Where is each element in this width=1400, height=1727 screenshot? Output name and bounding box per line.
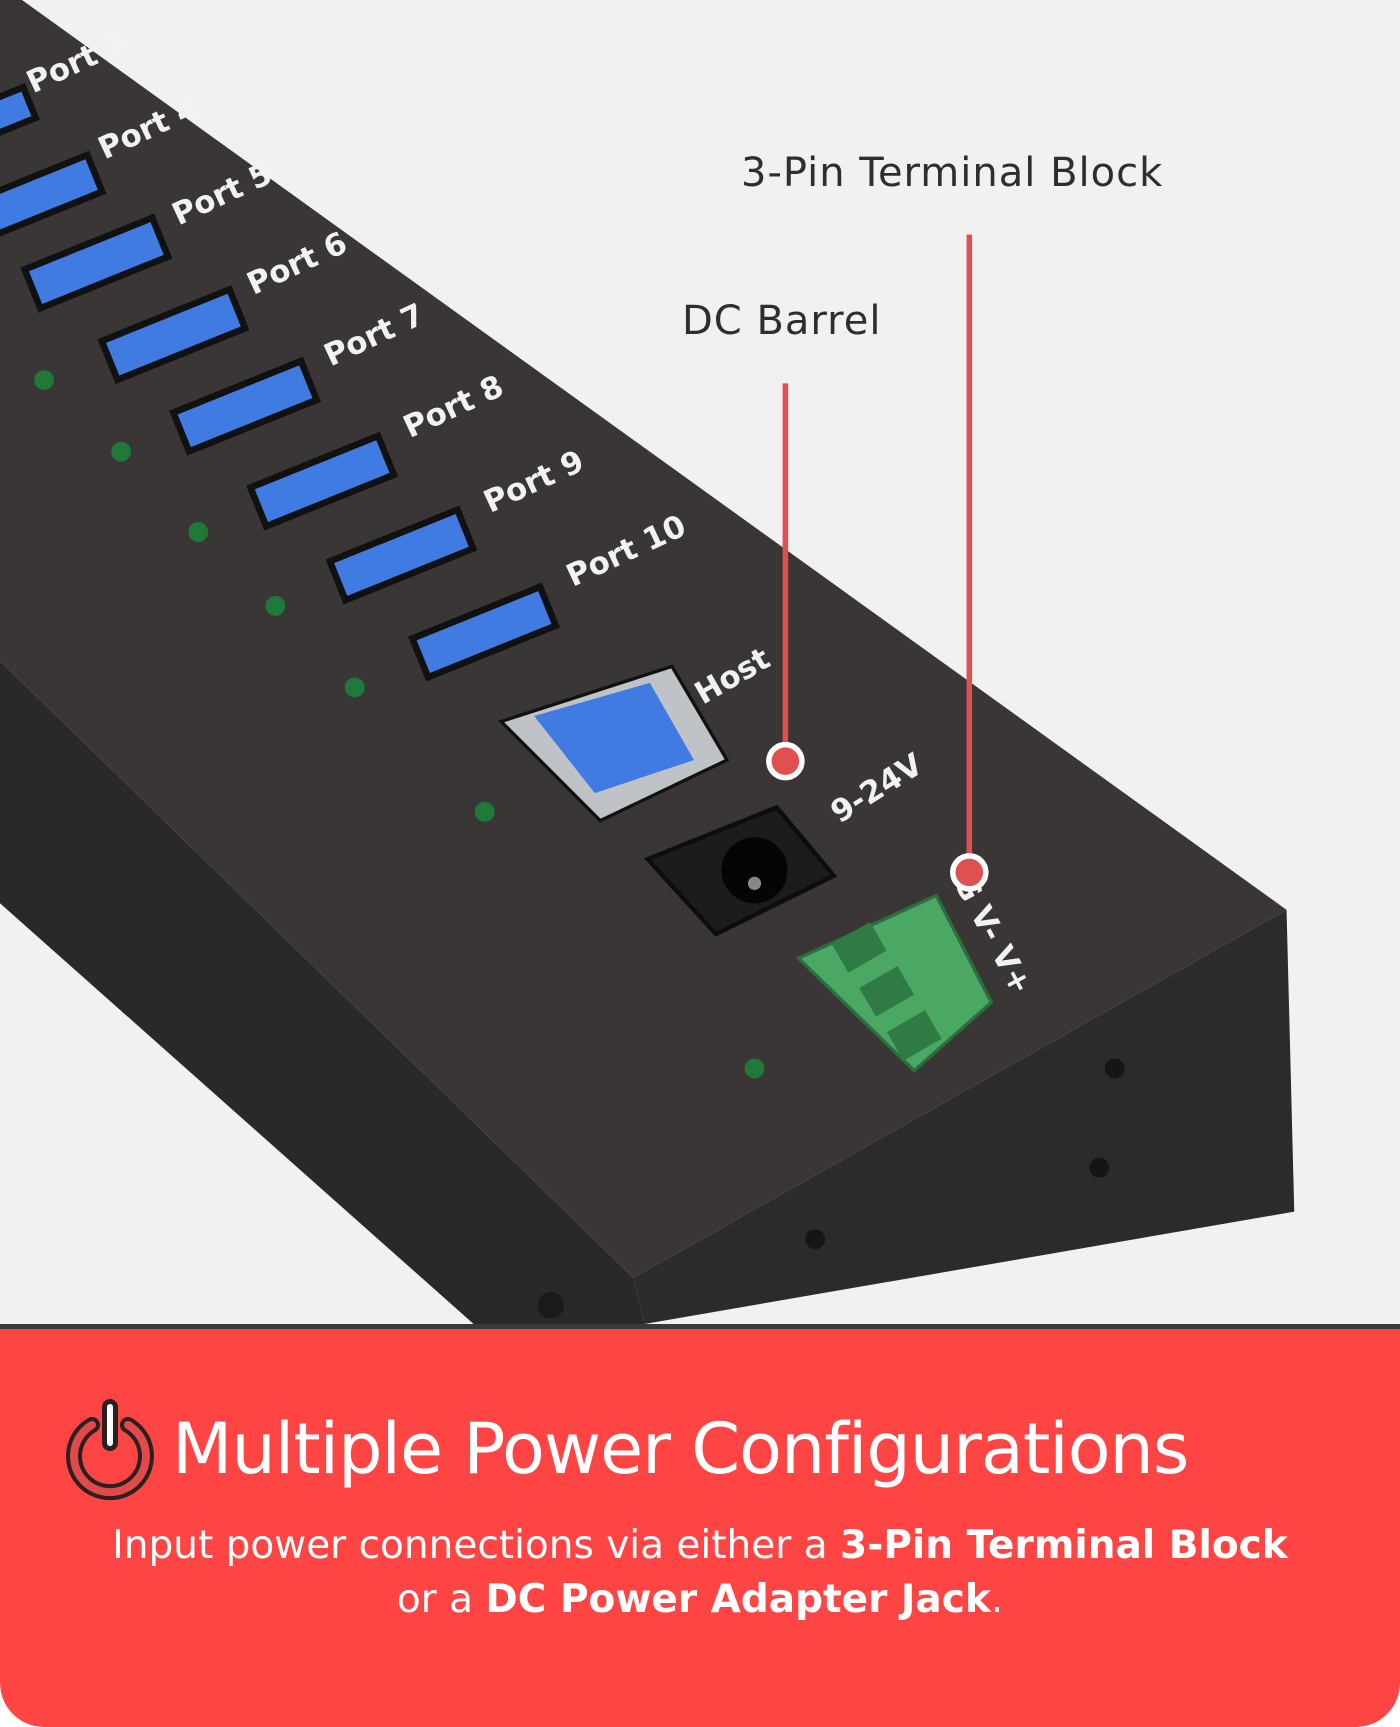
usb-ports [0, 82, 561, 682]
subtitle-text: Input power connections via either a [112, 1523, 840, 1568]
terminal-block-callout: 3-Pin Terminal Block [741, 150, 1164, 196]
terminal-block-callout-dot [950, 853, 989, 892]
banner-title: Multiple Power Configurations [172, 1408, 1189, 1490]
hub-side-face [0, 660, 645, 1324]
terminal-block [795, 893, 994, 1073]
power-icon [66, 1399, 154, 1501]
subtitle-bold-dc-jack: DC Power Adapter Jack [485, 1577, 991, 1622]
host-usb-b-port [498, 664, 730, 823]
usb-hub-photo: Port 3 Port 4 Port 5 Port 6 Port 7 Port … [0, 0, 1295, 1324]
dc-barrel-jack [643, 804, 838, 937]
dc-barrel-callout-dot [766, 741, 805, 781]
subtitle-text: or a [396, 1577, 486, 1622]
subtitle-bold-terminal: 3-Pin Terminal Block [840, 1523, 1288, 1568]
status-leds [34, 370, 765, 1079]
banner-subtitle: Input power connections via either a 3-P… [90, 1519, 1310, 1627]
dc-barrel-callout: DC Barrel [682, 298, 882, 344]
feature-banner: Multiple Power Configurations Input powe… [0, 1324, 1400, 1727]
subtitle-text: . [990, 1577, 1004, 1622]
hub-end-face [633, 909, 1295, 1324]
